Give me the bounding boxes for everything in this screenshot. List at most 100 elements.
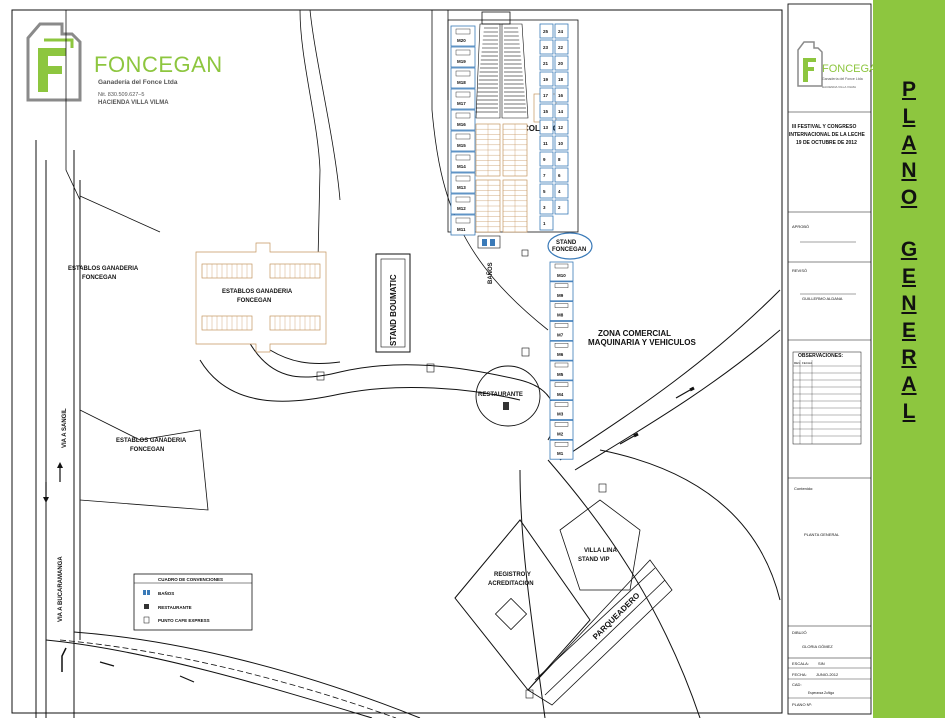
svg-text:19: 19 xyxy=(543,77,549,82)
svg-text:M19: M19 xyxy=(457,59,466,64)
cad-name: Esperanza Zuñiga xyxy=(808,691,834,695)
coliseo-stall-2: 2 xyxy=(554,199,569,215)
coliseo-stall-9: 9 xyxy=(539,151,554,167)
stall-m4: M4 xyxy=(549,380,574,401)
coliseo-stall-22: 22 xyxy=(554,39,569,55)
svg-text:14: 14 xyxy=(558,109,564,114)
svg-text:9: 9 xyxy=(543,157,546,162)
title-letter: L xyxy=(902,400,916,423)
svg-text:23: 23 xyxy=(543,45,549,50)
restaurante-area: RESTAURANTE xyxy=(475,365,541,427)
legend-item-cafe: PUNTO CAFE EXPRESS xyxy=(158,618,210,623)
svg-text:M20: M20 xyxy=(457,38,466,43)
stall-m16: M16 xyxy=(450,109,476,131)
legend-item-restaurante: RESTAURANTE xyxy=(158,605,192,610)
title-letter: E xyxy=(901,319,916,342)
svg-text:M10: M10 xyxy=(557,273,566,278)
logo-estate: HACIENDA VILLA VILMA xyxy=(98,100,169,106)
coliseo-stall-5: 5 xyxy=(539,183,554,199)
stall-m13: M13 xyxy=(450,172,476,194)
svg-text:FECHA: FECHA xyxy=(802,361,812,365)
title-letter: O xyxy=(900,186,918,209)
svg-text:M8: M8 xyxy=(557,313,564,318)
foncegan-logo: FONCEGAN Ganadería del Fonce Ltda Nit. 8… xyxy=(26,22,223,106)
title-letter: P xyxy=(901,78,916,101)
parqueadero-label: PARQUEADERO xyxy=(591,591,642,642)
svg-text:Ganadería del Fonce Ltda: Ganadería del Fonce Ltda xyxy=(822,77,863,81)
svg-text:M2: M2 xyxy=(557,431,564,436)
svg-text:24: 24 xyxy=(558,29,564,34)
title-letter: A xyxy=(901,132,917,155)
coliseo-stall-11: 11 xyxy=(539,135,554,151)
stand-boumatic-label: STAND BOUMATIC xyxy=(389,274,398,346)
aprobo-label: APROBÓ xyxy=(792,224,809,229)
fecha-value: JUNIO-2012 xyxy=(816,672,839,677)
banos-block: BAÑOS xyxy=(477,235,529,284)
coliseo-stall-17: 17 xyxy=(539,87,554,103)
stall-m11: M11 xyxy=(450,214,476,236)
title-letter: E xyxy=(901,265,916,288)
title-letter: N xyxy=(901,159,917,182)
title-letter: A xyxy=(901,373,917,396)
stall-m12: M12 xyxy=(450,193,476,215)
stall-m8: M8 xyxy=(549,301,574,322)
reviso-name: GUILLERMO ALDANA xyxy=(802,296,843,301)
coffee-cup-icon xyxy=(598,483,607,493)
stall-m14: M14 xyxy=(450,151,476,173)
restroom-icon xyxy=(143,590,146,595)
stall-m9: M9 xyxy=(549,281,574,302)
stand-foncegan-outline xyxy=(547,232,593,260)
via-sangil-label: VIA A SANGIL xyxy=(62,408,68,448)
svg-text:25: 25 xyxy=(543,29,549,34)
mini-logo-name: FONCEGAN xyxy=(822,63,884,75)
svg-text:20: 20 xyxy=(558,61,564,66)
stall-m6: M6 xyxy=(549,340,574,361)
svg-text:M4: M4 xyxy=(557,392,564,397)
coliseo-stall-13: 13 xyxy=(539,119,554,135)
contenido-value: PLANTA GENERAL xyxy=(804,532,840,537)
escala-label: ESCALA: xyxy=(792,661,809,666)
legend-item-banos: BAÑOS xyxy=(158,590,174,596)
svg-text:15: 15 xyxy=(543,109,549,114)
svg-text:M12: M12 xyxy=(457,206,466,211)
svg-text:M17: M17 xyxy=(457,101,466,106)
stall-m3: M3 xyxy=(549,400,574,421)
dibujo-name: GLORIA GÓMEZ xyxy=(802,644,833,649)
svg-text:M6: M6 xyxy=(557,352,564,357)
stall-m10: M10 xyxy=(549,261,574,282)
dibujo-label: DIBUJÓ xyxy=(792,630,807,635)
legend-box: CUADRO DE CONVENCIONES BAÑOS RESTAURANTE… xyxy=(133,573,253,631)
coliseo-stall-1: 1 xyxy=(539,215,554,231)
coliseo-stall-19: 19 xyxy=(539,71,554,87)
logo-name: FONCEGAN xyxy=(94,52,223,77)
stall-m7: M7 xyxy=(549,320,574,341)
svg-text:4: 4 xyxy=(558,189,561,194)
plano-label: PLANO Nº: xyxy=(792,702,812,707)
svg-text:M3: M3 xyxy=(557,412,564,417)
coliseo-stall-21: 21 xyxy=(539,55,554,71)
coliseo-stall-6: 6 xyxy=(554,167,569,183)
restaurant-icon xyxy=(144,604,149,609)
title-letter: R xyxy=(901,346,917,369)
svg-text:7: 7 xyxy=(543,173,546,178)
coliseo-stall-14: 14 xyxy=(554,103,569,119)
stall-m19: M19 xyxy=(450,46,476,68)
svg-text:REV.: REV. xyxy=(794,361,801,365)
coliseo-stall-4: 4 xyxy=(554,183,569,199)
coliseo-stall-24: 24 xyxy=(554,23,569,39)
coliseo-stall-16: 16 xyxy=(554,87,569,103)
title-letter: G xyxy=(900,238,918,261)
svg-text:M15: M15 xyxy=(457,143,466,148)
reviso-label: REVISÓ xyxy=(792,268,807,273)
coliseo-stall-20: 20 xyxy=(554,55,569,71)
restaurant-icon xyxy=(503,402,509,410)
svg-text:M9: M9 xyxy=(557,293,564,298)
